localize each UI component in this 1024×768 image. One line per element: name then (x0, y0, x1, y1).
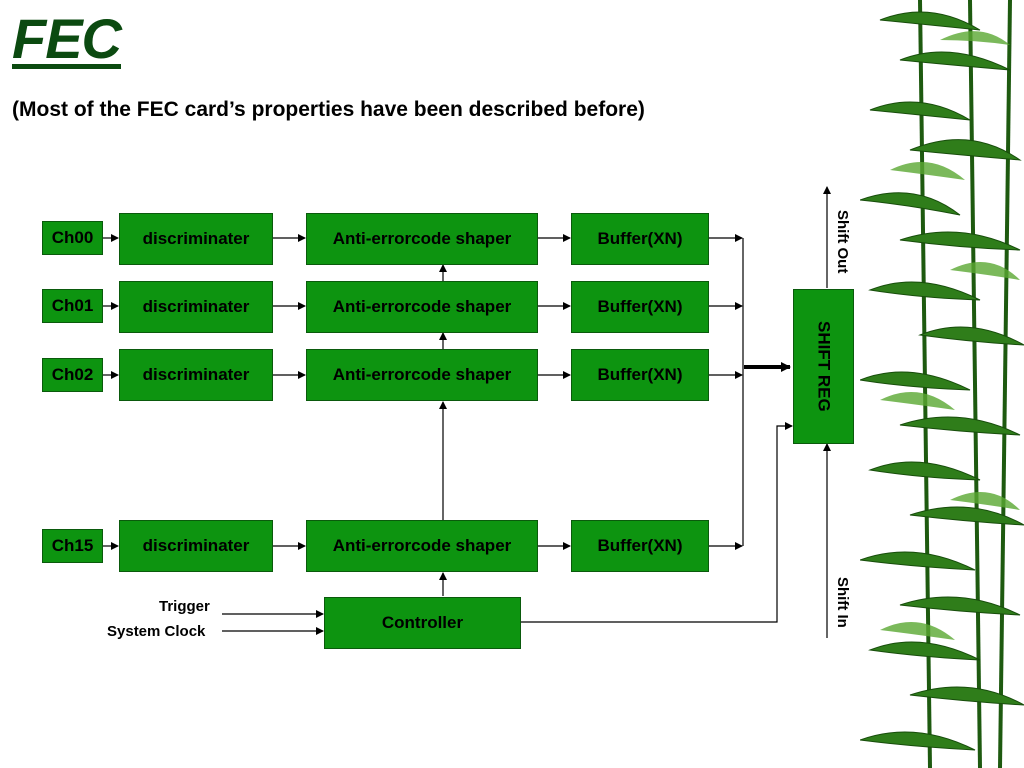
shift-in-label: Shift In (834, 577, 851, 628)
shaper-block: Anti-errorcode shaper (306, 349, 538, 401)
shaper-block: Anti-errorcode shaper (306, 281, 538, 333)
channel-label: Ch02 (42, 358, 103, 392)
buffer-block: Buffer(XN) (571, 281, 709, 333)
shift-out-label: Shift Out (834, 210, 851, 274)
discriminator-block: discriminater (119, 520, 273, 572)
buffer-block: Buffer(XN) (571, 520, 709, 572)
discriminator-block: discriminater (119, 281, 273, 333)
channel-label: Ch01 (42, 289, 103, 323)
buffer-block: Buffer(XN) (571, 213, 709, 265)
slide-subtitle: (Most of the FEC card’s properties have … (12, 98, 645, 121)
controller-block: Controller (324, 597, 521, 649)
trigger-label: Trigger (159, 598, 210, 615)
channel-label: Ch00 (42, 221, 103, 255)
slide-title: FEC (12, 7, 122, 70)
buffer-block: Buffer(XN) (571, 349, 709, 401)
diagram-connectors (103, 186, 831, 638)
shaper-block: Anti-errorcode shaper (306, 213, 538, 265)
bamboo-decoration (860, 0, 1024, 768)
channel-label: Ch15 (42, 529, 103, 563)
shift-register-block: SHIFT REG (793, 289, 854, 444)
discriminator-block: discriminater (119, 349, 273, 401)
shaper-block: Anti-errorcode shaper (306, 520, 538, 572)
discriminator-block: discriminater (119, 213, 273, 265)
system-clock-label: System Clock (107, 623, 206, 640)
